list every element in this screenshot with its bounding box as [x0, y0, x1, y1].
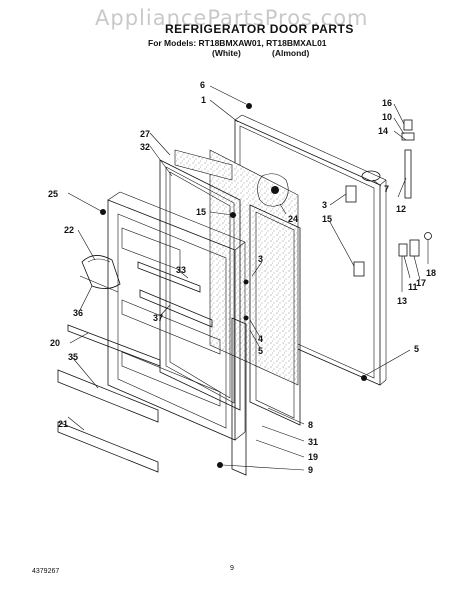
breaker-frame: [249, 204, 301, 426]
callout-17: 17: [416, 278, 426, 288]
door-gasket: [159, 159, 241, 411]
shelf-bar-20: [67, 324, 161, 367]
callout-18: 18: [426, 268, 436, 278]
callout-3-top: 3: [322, 200, 327, 210]
shelf-bar-37: [139, 289, 213, 328]
callout-37: 37: [153, 313, 163, 323]
callout-11: 11: [408, 282, 418, 292]
model-numbers: For Models: RT18BMXAW01, RT18BMXAL01: [148, 38, 327, 48]
callout-25: 25: [48, 189, 58, 199]
callout-14: 14: [378, 126, 388, 136]
callout-12: 12: [396, 204, 406, 214]
callout-16: 16: [382, 98, 392, 108]
callout-22: 22: [64, 225, 74, 235]
page-number: 9: [230, 565, 234, 572]
callout-24: 24: [288, 214, 298, 224]
callout-5-right: 5: [414, 344, 419, 354]
callout-19: 19: [308, 452, 318, 462]
leader-lines: [67, 85, 429, 471]
callout-10: 10: [382, 112, 392, 122]
callout-36: 36: [73, 308, 83, 318]
callout-27: 27: [140, 129, 150, 139]
callout-labels: 6 1 27 32 25 22 15 24 3 15 3 33 36 37 4 …: [48, 80, 436, 475]
inner-door-liner: [107, 191, 246, 441]
screws: [100, 103, 367, 468]
dairy-door: [79, 255, 121, 293]
hinge-assembly: [345, 119, 432, 277]
insulation-cutout: [257, 173, 289, 207]
document-number: 4379267: [32, 568, 60, 575]
callout-4: 4: [258, 334, 263, 344]
callout-21: 21: [58, 419, 68, 429]
callout-15-right: 15: [322, 214, 332, 224]
watermark: AppliancePartsPros.com: [95, 6, 369, 30]
callout-5-mid: 5: [258, 346, 263, 356]
callout-8: 8: [308, 420, 313, 430]
callout-7: 7: [384, 184, 389, 194]
callout-35: 35: [68, 352, 78, 362]
variant-white: (White): [212, 48, 241, 58]
callout-33: 33: [176, 265, 186, 275]
shelf-bar-35: [57, 369, 159, 423]
callout-32: 32: [140, 142, 150, 152]
callout-15-left: 15: [196, 207, 206, 217]
shelf-bar-33: [137, 261, 201, 293]
callout-6: 6: [200, 80, 205, 90]
bottom-trim-strip: [231, 317, 247, 476]
cutout-hole: [271, 186, 279, 194]
callout-31: 31: [308, 437, 318, 447]
variant-almond: (Almond): [272, 48, 310, 58]
callout-20: 20: [50, 338, 60, 348]
shelf-bar-21: [57, 421, 159, 473]
callout-9: 9: [308, 465, 313, 475]
callout-13: 13: [397, 296, 407, 306]
callout-1: 1: [201, 95, 206, 105]
callout-3-mid: 3: [258, 254, 263, 264]
page-title: REFRIGERATOR DOOR PARTS: [165, 22, 354, 36]
